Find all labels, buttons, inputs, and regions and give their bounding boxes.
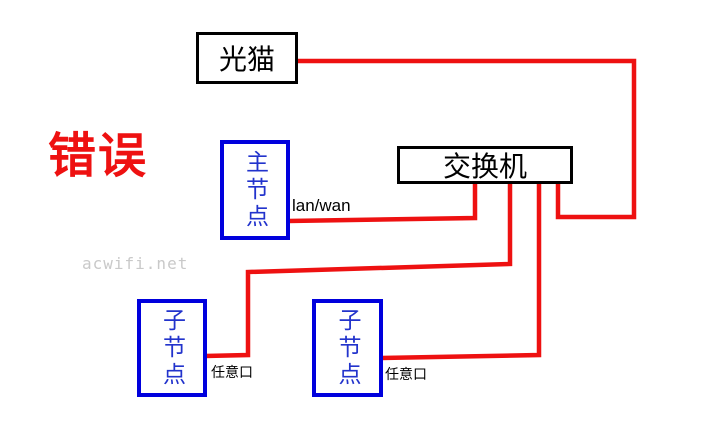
child-node-1-port-label: 任意口 xyxy=(211,364,253,380)
main-node-label: 主节点 xyxy=(242,149,269,231)
cable-childnode2-to-switch xyxy=(380,182,542,361)
child-node-2-box: 子节点 xyxy=(312,299,383,397)
child-node-2-label: 子节点 xyxy=(335,307,361,389)
switch-node-label: 交换机 xyxy=(442,151,527,182)
cable-modem-to-switch xyxy=(298,58,637,220)
child-node-2-port-label: 任意口 xyxy=(385,366,427,382)
modem-node-box: 光猫 xyxy=(196,32,298,84)
child-node-1-label: 子节点 xyxy=(159,307,186,389)
main-node-port-label: lan/wan xyxy=(292,196,351,215)
cable-mainnode-to-switch xyxy=(287,182,478,224)
main-node-box: 主节点 xyxy=(220,140,290,240)
cable-childnode1-to-switch xyxy=(204,182,513,359)
watermark-text: acwifi.net xyxy=(82,254,189,273)
switch-node-box: 交换机 xyxy=(397,146,573,184)
child-node-1-box: 子节点 xyxy=(137,299,207,397)
error-annotation: 错误 xyxy=(48,130,149,183)
modem-node-label: 光猫 xyxy=(218,44,275,75)
